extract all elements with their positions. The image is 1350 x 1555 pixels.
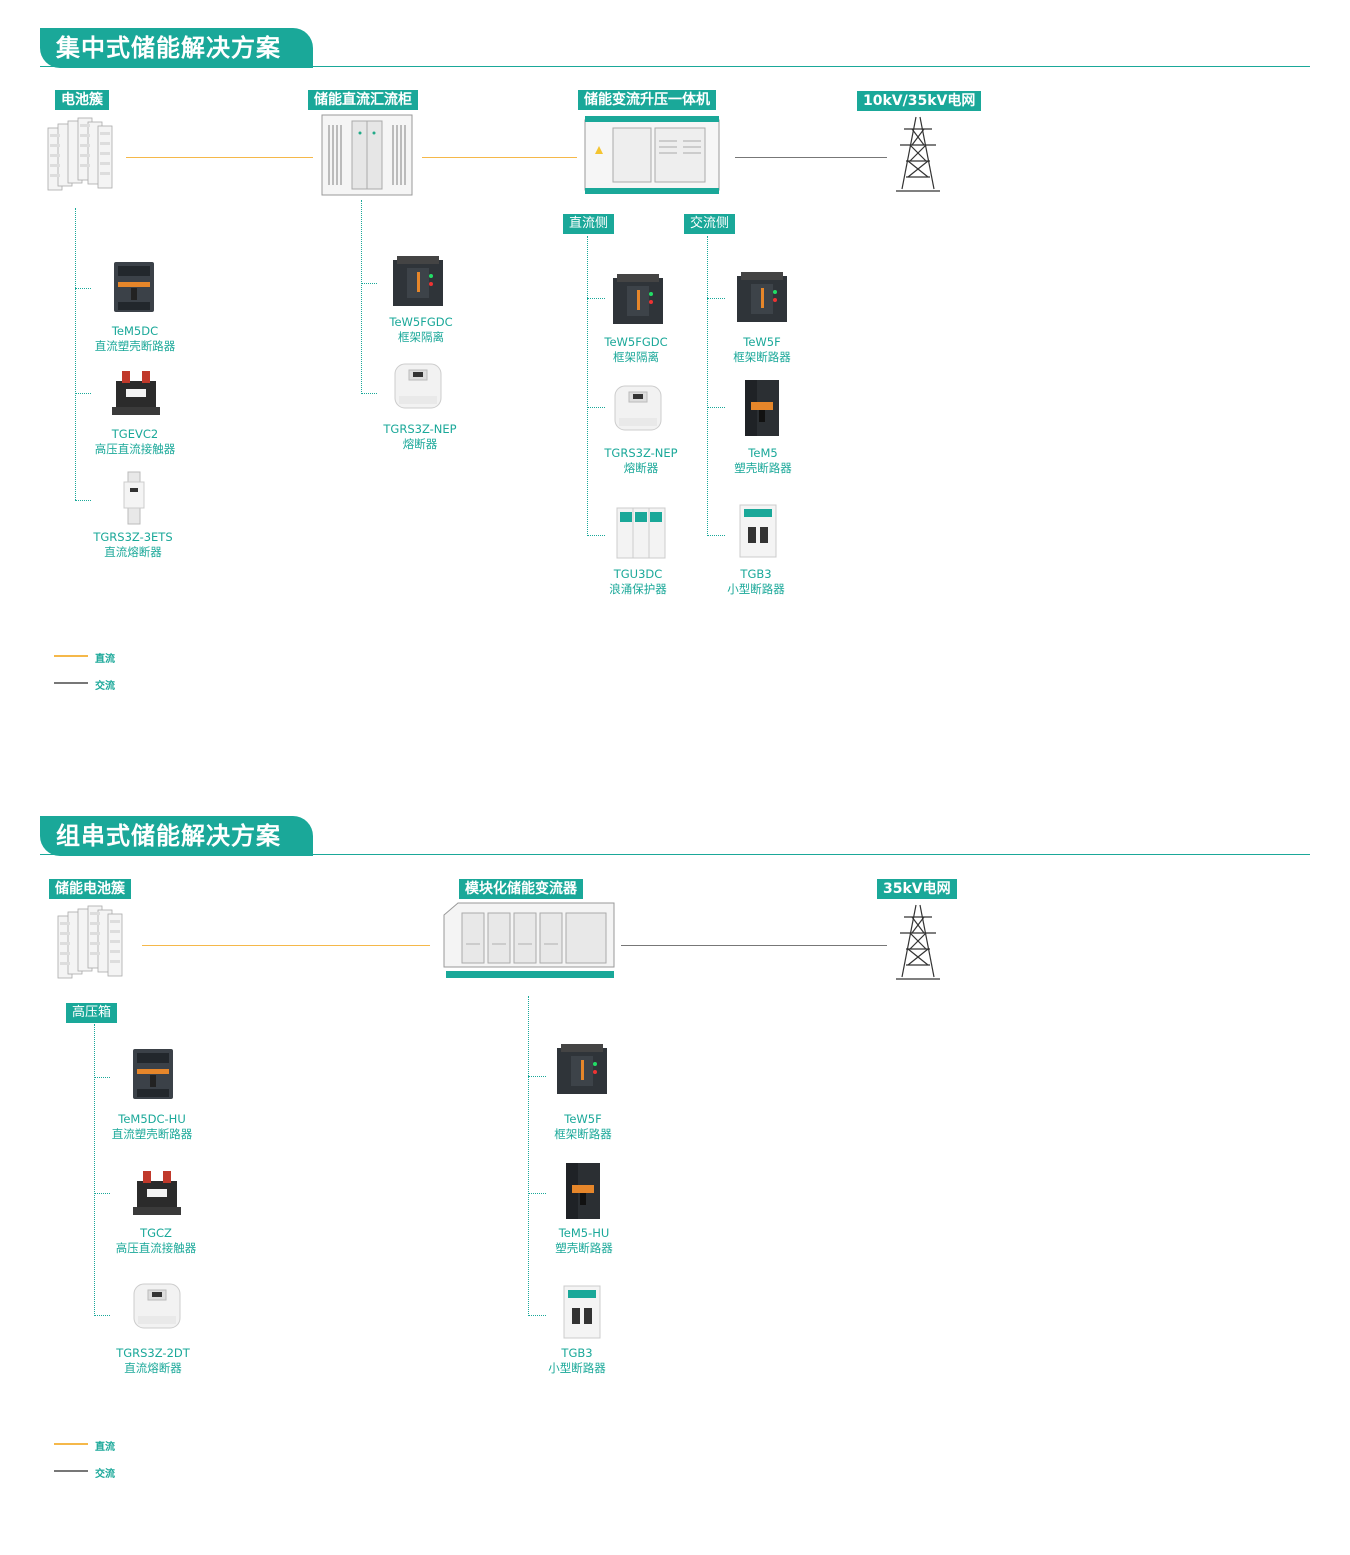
node-dc-combiner: 储能直流汇流柜	[308, 90, 418, 110]
section-divider	[40, 854, 1310, 855]
spd-product-image	[616, 507, 666, 559]
node-pcs-unit: 储能变流升压一体机	[578, 90, 716, 110]
branch-line	[75, 208, 76, 500]
branch-tick	[528, 1076, 546, 1077]
branch-tick	[361, 393, 377, 394]
contactor-product-image	[112, 371, 160, 415]
branch-tick	[587, 298, 605, 299]
branch-tick	[587, 407, 605, 408]
mccb-product-image	[133, 1049, 173, 1099]
branch-tick	[94, 1315, 110, 1316]
legend-dc-label: 直流	[95, 654, 115, 665]
acb-product-image	[393, 256, 443, 306]
legend-ac-label: 交流	[95, 1469, 115, 1480]
branch-tick	[75, 288, 91, 289]
combiner-cabinet-image	[321, 114, 413, 196]
node-grid: 35kV电网	[877, 879, 957, 899]
mccb-product-image	[745, 380, 779, 436]
branch-tick	[707, 298, 725, 299]
branch-tick	[75, 393, 91, 394]
legend-ac-line	[54, 682, 88, 684]
branch-tick	[587, 535, 605, 536]
battery-rack-image	[47, 117, 113, 191]
branch-line	[94, 1024, 95, 1316]
branch-line	[707, 236, 708, 536]
fuse-product-image	[394, 363, 442, 409]
node-grid: 10kV/35kV电网	[857, 91, 982, 111]
tag-ac-side: 交流侧	[684, 214, 736, 234]
branch-line	[587, 236, 588, 536]
legend-dc-line	[54, 1443, 88, 1445]
contactor-product-image	[133, 1171, 181, 1215]
acb-product-image	[613, 274, 663, 324]
mcb-product-image	[739, 504, 777, 558]
branch-tick	[707, 535, 725, 536]
tag-hv-box: 高压箱	[66, 1003, 118, 1023]
branch-line	[361, 200, 362, 394]
acb-product-image	[737, 272, 787, 322]
branch-line	[528, 996, 529, 1316]
node-battery-cluster: 电池簇	[55, 90, 109, 110]
battery-rack-image	[57, 905, 123, 979]
modular-pcs-image	[443, 902, 615, 978]
ac-wire	[735, 157, 887, 158]
branch-tick	[528, 1193, 546, 1194]
node-modular-pcs: 模块化储能变流器	[459, 879, 583, 899]
mccb-product-image	[566, 1163, 600, 1219]
dc-wire	[422, 157, 577, 158]
fuse-product-image	[123, 471, 145, 525]
branch-tick	[707, 407, 725, 408]
legend-ac-label: 交流	[95, 681, 115, 692]
legend-ac-line	[54, 1470, 88, 1472]
legend-dc-line	[54, 655, 88, 657]
node-battery-cluster: 储能电池簇	[49, 879, 131, 899]
tag-dc-side: 直流侧	[563, 214, 615, 234]
branch-tick	[528, 1315, 546, 1316]
branch-tick	[75, 500, 91, 501]
section-title-string: 组串式储能解决方案	[40, 816, 313, 856]
branch-tick	[94, 1077, 110, 1078]
dc-wire	[142, 945, 430, 946]
section-divider	[40, 66, 1310, 67]
mccb-product-image	[114, 262, 154, 312]
mcb-product-image	[563, 1285, 601, 1339]
fuse-product-image	[133, 1283, 181, 1329]
dc-wire	[126, 157, 313, 158]
pcs-container-image	[584, 116, 720, 194]
branch-tick	[361, 283, 377, 284]
section-title-centralized: 集中式储能解决方案	[40, 28, 313, 68]
grid-tower-icon	[895, 116, 941, 192]
grid-tower-icon	[895, 904, 941, 980]
legend-dc-label: 直流	[95, 1442, 115, 1453]
fuse-product-image	[614, 385, 662, 431]
acb-product-image	[557, 1044, 607, 1094]
branch-tick	[94, 1193, 110, 1194]
ac-wire	[621, 945, 887, 946]
